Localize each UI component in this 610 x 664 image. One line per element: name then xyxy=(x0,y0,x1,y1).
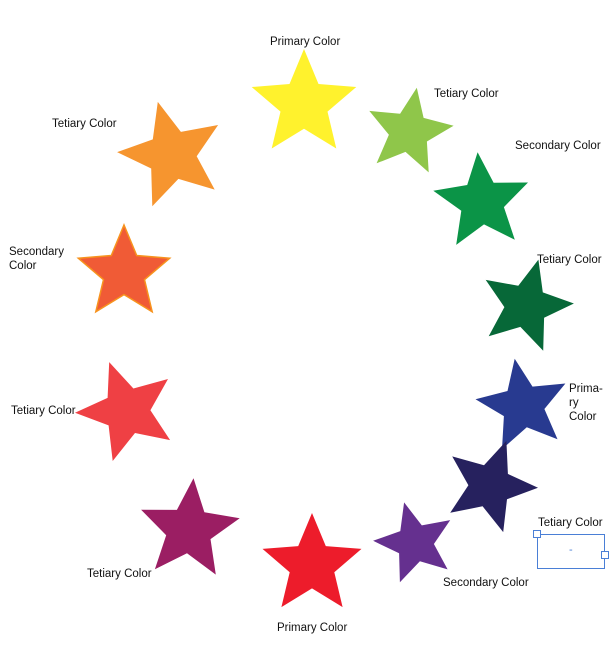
selection-dash: - xyxy=(569,544,573,556)
label-primary-bottom: Primary Color xyxy=(277,622,348,634)
label-secondary-left: Secondary Color xyxy=(9,246,64,272)
label-tetiary-selected[interactable]: Tetiary Color xyxy=(538,517,603,529)
star-tetiary-color-5 xyxy=(450,440,538,533)
star-tetiary-color-1 xyxy=(369,87,454,173)
star-tetiary-color-8 xyxy=(141,478,240,575)
label-tetiary-top-left: Tetiary Color xyxy=(52,118,117,130)
label-secondary-bottom: Secondary Color xyxy=(443,577,529,589)
label-primary-right: Prima- ry Color xyxy=(569,383,603,423)
star-primary-color-4 xyxy=(475,358,566,450)
label-tetiary-right: Tetiary Color xyxy=(537,254,602,266)
star-secondary-color-6 xyxy=(373,502,451,583)
star-tetiary-color-9 xyxy=(75,362,171,461)
selection-handle-right[interactable] xyxy=(601,551,609,559)
star-secondary-color-2 xyxy=(433,152,528,245)
selection-handle-top-left[interactable] xyxy=(533,530,541,538)
star-tetiary-color-11 xyxy=(117,101,219,207)
star-primary-color-0 xyxy=(251,49,357,149)
star-primary-color-7 xyxy=(262,513,362,608)
star-secondary-color-10 xyxy=(76,223,172,314)
label-primary-top: Primary Color xyxy=(270,36,341,48)
star-tetiary-color-3 xyxy=(485,259,574,351)
label-tetiary-left: Tetiary Color xyxy=(11,405,76,417)
label-secondary-right: Secondary Color xyxy=(515,140,601,152)
label-tetiary-bottom-left: Tetiary Color xyxy=(87,568,152,580)
label-tetiary-top-right: Tetiary Color xyxy=(434,88,499,100)
